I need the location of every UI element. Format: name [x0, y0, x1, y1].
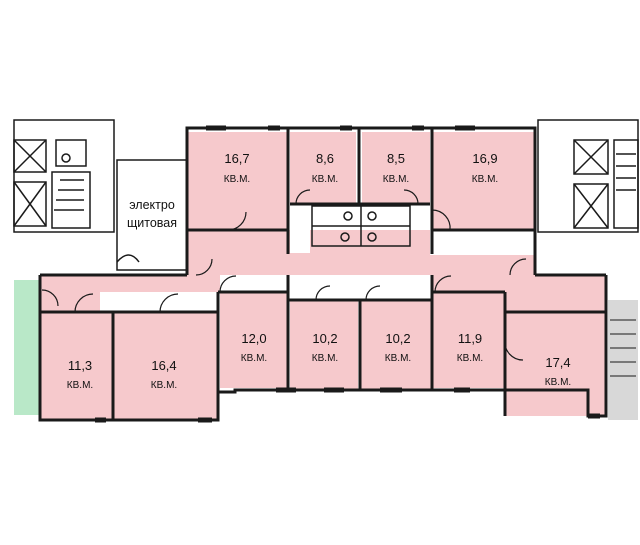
right-core: [537, 119, 639, 233]
room-11-9-fill: [433, 292, 505, 388]
elevator-left-1: [13, 139, 47, 173]
room-16-7-fill: [187, 132, 287, 230]
elevator-left-1-x2: [13, 139, 47, 173]
door-16-7: [227, 211, 247, 231]
room-8-5-fill: [362, 132, 430, 204]
room-10-2a-unit: КВ.М.: [312, 353, 338, 364]
electro-room: [116, 159, 188, 271]
windows: [95, 125, 600, 423]
left-core-top: [55, 139, 87, 167]
electro-room-outline: [116, 159, 188, 271]
room-10-2b-fill: [360, 300, 432, 390]
door-8-5: [403, 189, 419, 205]
door-10-2b: [365, 285, 381, 301]
room-16-7-unit: КВ.М.: [224, 174, 250, 185]
right-lower-stair-fill: [608, 300, 638, 420]
room-11-3-area: 11,3: [68, 358, 92, 373]
room-16-9-fill: [433, 132, 535, 230]
door-16-4: [159, 293, 179, 313]
door-corridor-ll: [41, 289, 59, 307]
room-8-6-unit: КВ.М.: [312, 174, 338, 185]
room-10-2a-fill: [290, 300, 358, 390]
right-stair: [613, 139, 639, 229]
sink-icon-1: [340, 232, 350, 242]
room-10-2b-unit: КВ.М.: [385, 353, 411, 364]
toilet-icon-2: [367, 211, 377, 221]
elevator-right-1-x2: [573, 139, 609, 175]
door-11-3: [74, 293, 94, 313]
elevator-right-2-x2: [573, 183, 609, 229]
room-16-4-unit: КВ.М.: [151, 380, 177, 391]
door-corridor-l: [195, 258, 213, 276]
elevator-left-2-x2: [13, 181, 47, 227]
rooms-layer: [40, 132, 606, 420]
room-8-5-area: 8,5: [387, 151, 405, 166]
door-11-9: [434, 275, 452, 293]
upper-wall: [185, 126, 537, 275]
bathroom-block: [311, 205, 411, 247]
room-8-6-fill: [290, 132, 356, 204]
door-16-9: [431, 209, 451, 231]
door-corridor-r: [509, 258, 527, 276]
electro-room-door: [116, 254, 140, 263]
left-core-column: [61, 153, 71, 163]
room-12-0-fill: [220, 292, 288, 388]
room-11-3-unit: КВ.М.: [67, 380, 93, 391]
door-17-4: [504, 339, 524, 361]
green-zone: [14, 280, 40, 415]
door-10-2a: [315, 285, 331, 301]
toilet-icon-1: [343, 211, 353, 221]
elevator-right-2: [573, 183, 609, 229]
room-16-9-unit: КВ.М.: [472, 174, 498, 185]
room-8-6-area: 8,6: [316, 151, 334, 166]
left-stair: [51, 171, 91, 229]
elevator-right-1: [573, 139, 609, 175]
door-8-6: [295, 189, 311, 205]
right-lower-stair: [608, 300, 638, 420]
left-core: [13, 119, 115, 233]
elevator-left-2: [13, 181, 47, 227]
room-17-4-unit: КВ.М.: [545, 377, 571, 388]
room-12-0-unit: КВ.М.: [241, 353, 267, 364]
room-12-0-area: 12,0: [241, 331, 266, 346]
room-11-3-fill: [40, 312, 113, 420]
room-8-5-unit: КВ.М.: [383, 174, 409, 185]
room-11-9-area: 11,9: [458, 331, 482, 346]
sink-icon-2: [367, 232, 377, 242]
electro-label-line1: электро: [129, 198, 175, 212]
room-16-9-area: 16,9: [472, 151, 497, 166]
electro-label-line2: щитовая: [127, 216, 177, 230]
room-10-2b-area: 10,2: [385, 331, 410, 346]
room-10-2a-area: 10,2: [312, 331, 337, 346]
room-17-4-area: 17,4: [545, 355, 570, 370]
room-11-9-unit: КВ.М.: [457, 353, 483, 364]
room-16-4-area: 16,4: [151, 358, 176, 373]
room-16-7-area: 16,7: [224, 151, 249, 166]
room-16-4-fill: [113, 312, 218, 420]
right-core-outline: [537, 119, 639, 233]
doors: [41, 189, 527, 361]
door-12-0: [219, 275, 237, 293]
left-core-outline: [13, 119, 115, 233]
